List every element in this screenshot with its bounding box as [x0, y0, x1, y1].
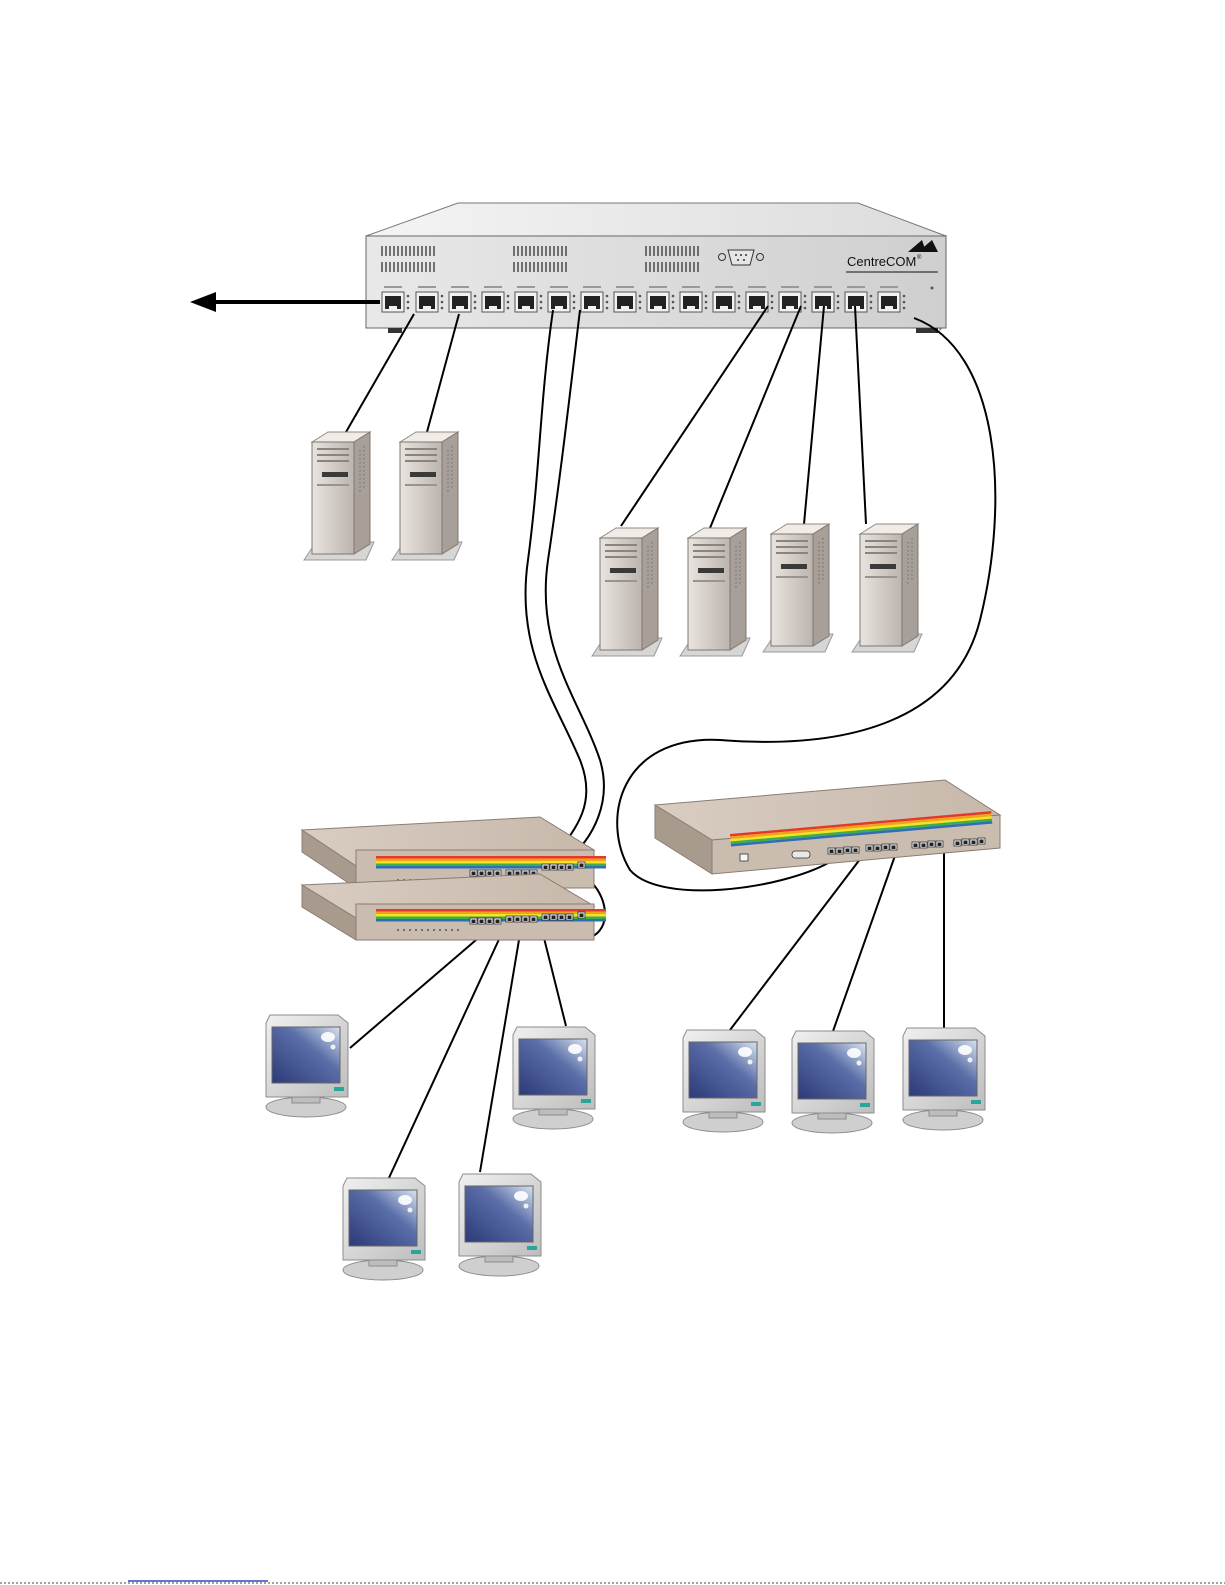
workstation-5	[459, 1174, 541, 1276]
brand-label: CentreCOM	[847, 254, 916, 269]
cable-workstation-4	[388, 922, 507, 1180]
workstation-1	[266, 1015, 348, 1117]
cable-server-6	[855, 306, 866, 524]
cable-cascade-a	[525, 310, 586, 862]
cable-workstation-1	[350, 922, 497, 1048]
cable-workstation-7	[832, 850, 897, 1034]
server-3	[592, 528, 662, 656]
core-switch: CentreCOM ®	[366, 203, 946, 333]
cable-server-1	[346, 314, 414, 432]
workstation-6	[792, 1031, 874, 1133]
registered-mark: ®	[917, 254, 922, 261]
uplink-arrow	[190, 292, 380, 312]
cable-server-5	[804, 306, 824, 524]
cable-server-2	[427, 314, 459, 432]
workstation-4	[343, 1178, 425, 1280]
server-1	[304, 432, 374, 560]
cable-server-3	[621, 306, 768, 526]
workstation-2	[513, 1027, 595, 1129]
workstation-3	[683, 1030, 765, 1132]
footer-rule	[0, 1581, 1225, 1583]
cascade-switch-top	[302, 817, 606, 888]
cable-workstation-6	[730, 850, 867, 1030]
workstation-7	[903, 1028, 985, 1130]
branch-switch	[655, 780, 1000, 874]
server-2	[392, 432, 462, 560]
cable-cascade-b	[546, 310, 604, 862]
server-4	[680, 528, 750, 656]
server-5	[763, 524, 833, 652]
server-6	[852, 524, 922, 652]
cable-server-4	[710, 306, 801, 528]
